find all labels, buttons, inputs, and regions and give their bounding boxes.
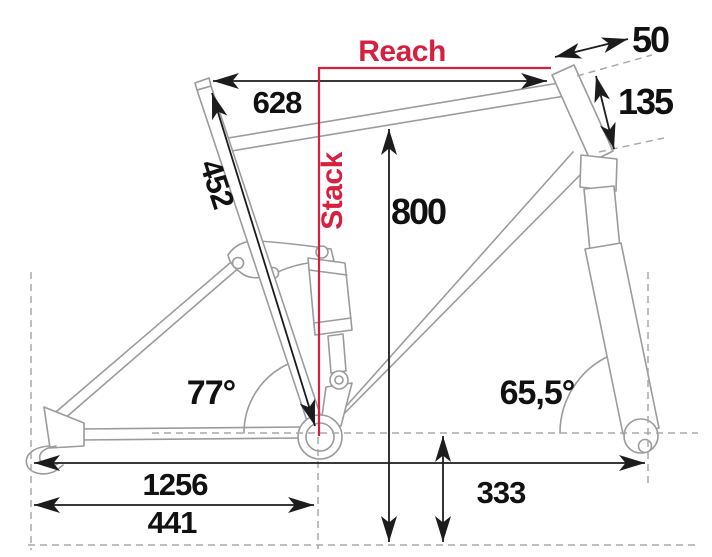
seat-stay (49, 256, 238, 418)
head-tube-top-guide (576, 54, 653, 77)
head-tube-dimension-line (594, 75, 616, 150)
front-axle (637, 438, 653, 454)
chainstay (79, 437, 302, 441)
wheelbase-value: 1256 (143, 467, 209, 502)
dimension-labels: Reach Stack 628 452 800 50 135 77° 65,5°… (143, 19, 676, 540)
head-tube-value: 135 (618, 81, 674, 122)
shock-eyelet (334, 375, 344, 385)
reach-label: Reach (358, 35, 446, 68)
fork-upper (583, 185, 621, 252)
shock-shaft (327, 333, 347, 374)
head-offset-dimension-line (554, 37, 629, 59)
bb-height-value: 333 (477, 475, 526, 510)
rear-dropout-hook (25, 445, 64, 475)
fork-crown (579, 154, 618, 192)
standover-value: 800 (391, 191, 446, 232)
shock-eyelet (329, 370, 349, 390)
seat-stay (55, 265, 242, 427)
shock-body-line (308, 269, 348, 276)
head-tube (551, 64, 614, 163)
seat-tube-cap (194, 77, 212, 91)
reach-stack-lines (317, 66, 551, 436)
chainstay (79, 426, 304, 430)
down-tube (332, 151, 574, 422)
head-angle-arc (559, 355, 610, 434)
rocker-pivot (231, 256, 245, 270)
stack-label: Stack (316, 151, 349, 229)
head-angle-value: 65,5° (500, 374, 575, 412)
seat-angle-arc (243, 363, 289, 434)
shock-body-line (313, 317, 352, 324)
rocker-pivot (315, 245, 329, 259)
top-tube-value: 628 (253, 85, 302, 120)
frame-outline (25, 64, 660, 475)
down-tube (326, 167, 588, 432)
head-offset-value: 50 (632, 19, 669, 60)
rear-dropout (43, 406, 85, 449)
chainstay-value: 441 (148, 505, 197, 540)
fork-lowers (584, 242, 660, 435)
dimension-lines (34, 37, 645, 542)
seat-angle-value: 77° (187, 374, 236, 412)
seat-tube-dimension-line (211, 92, 316, 427)
